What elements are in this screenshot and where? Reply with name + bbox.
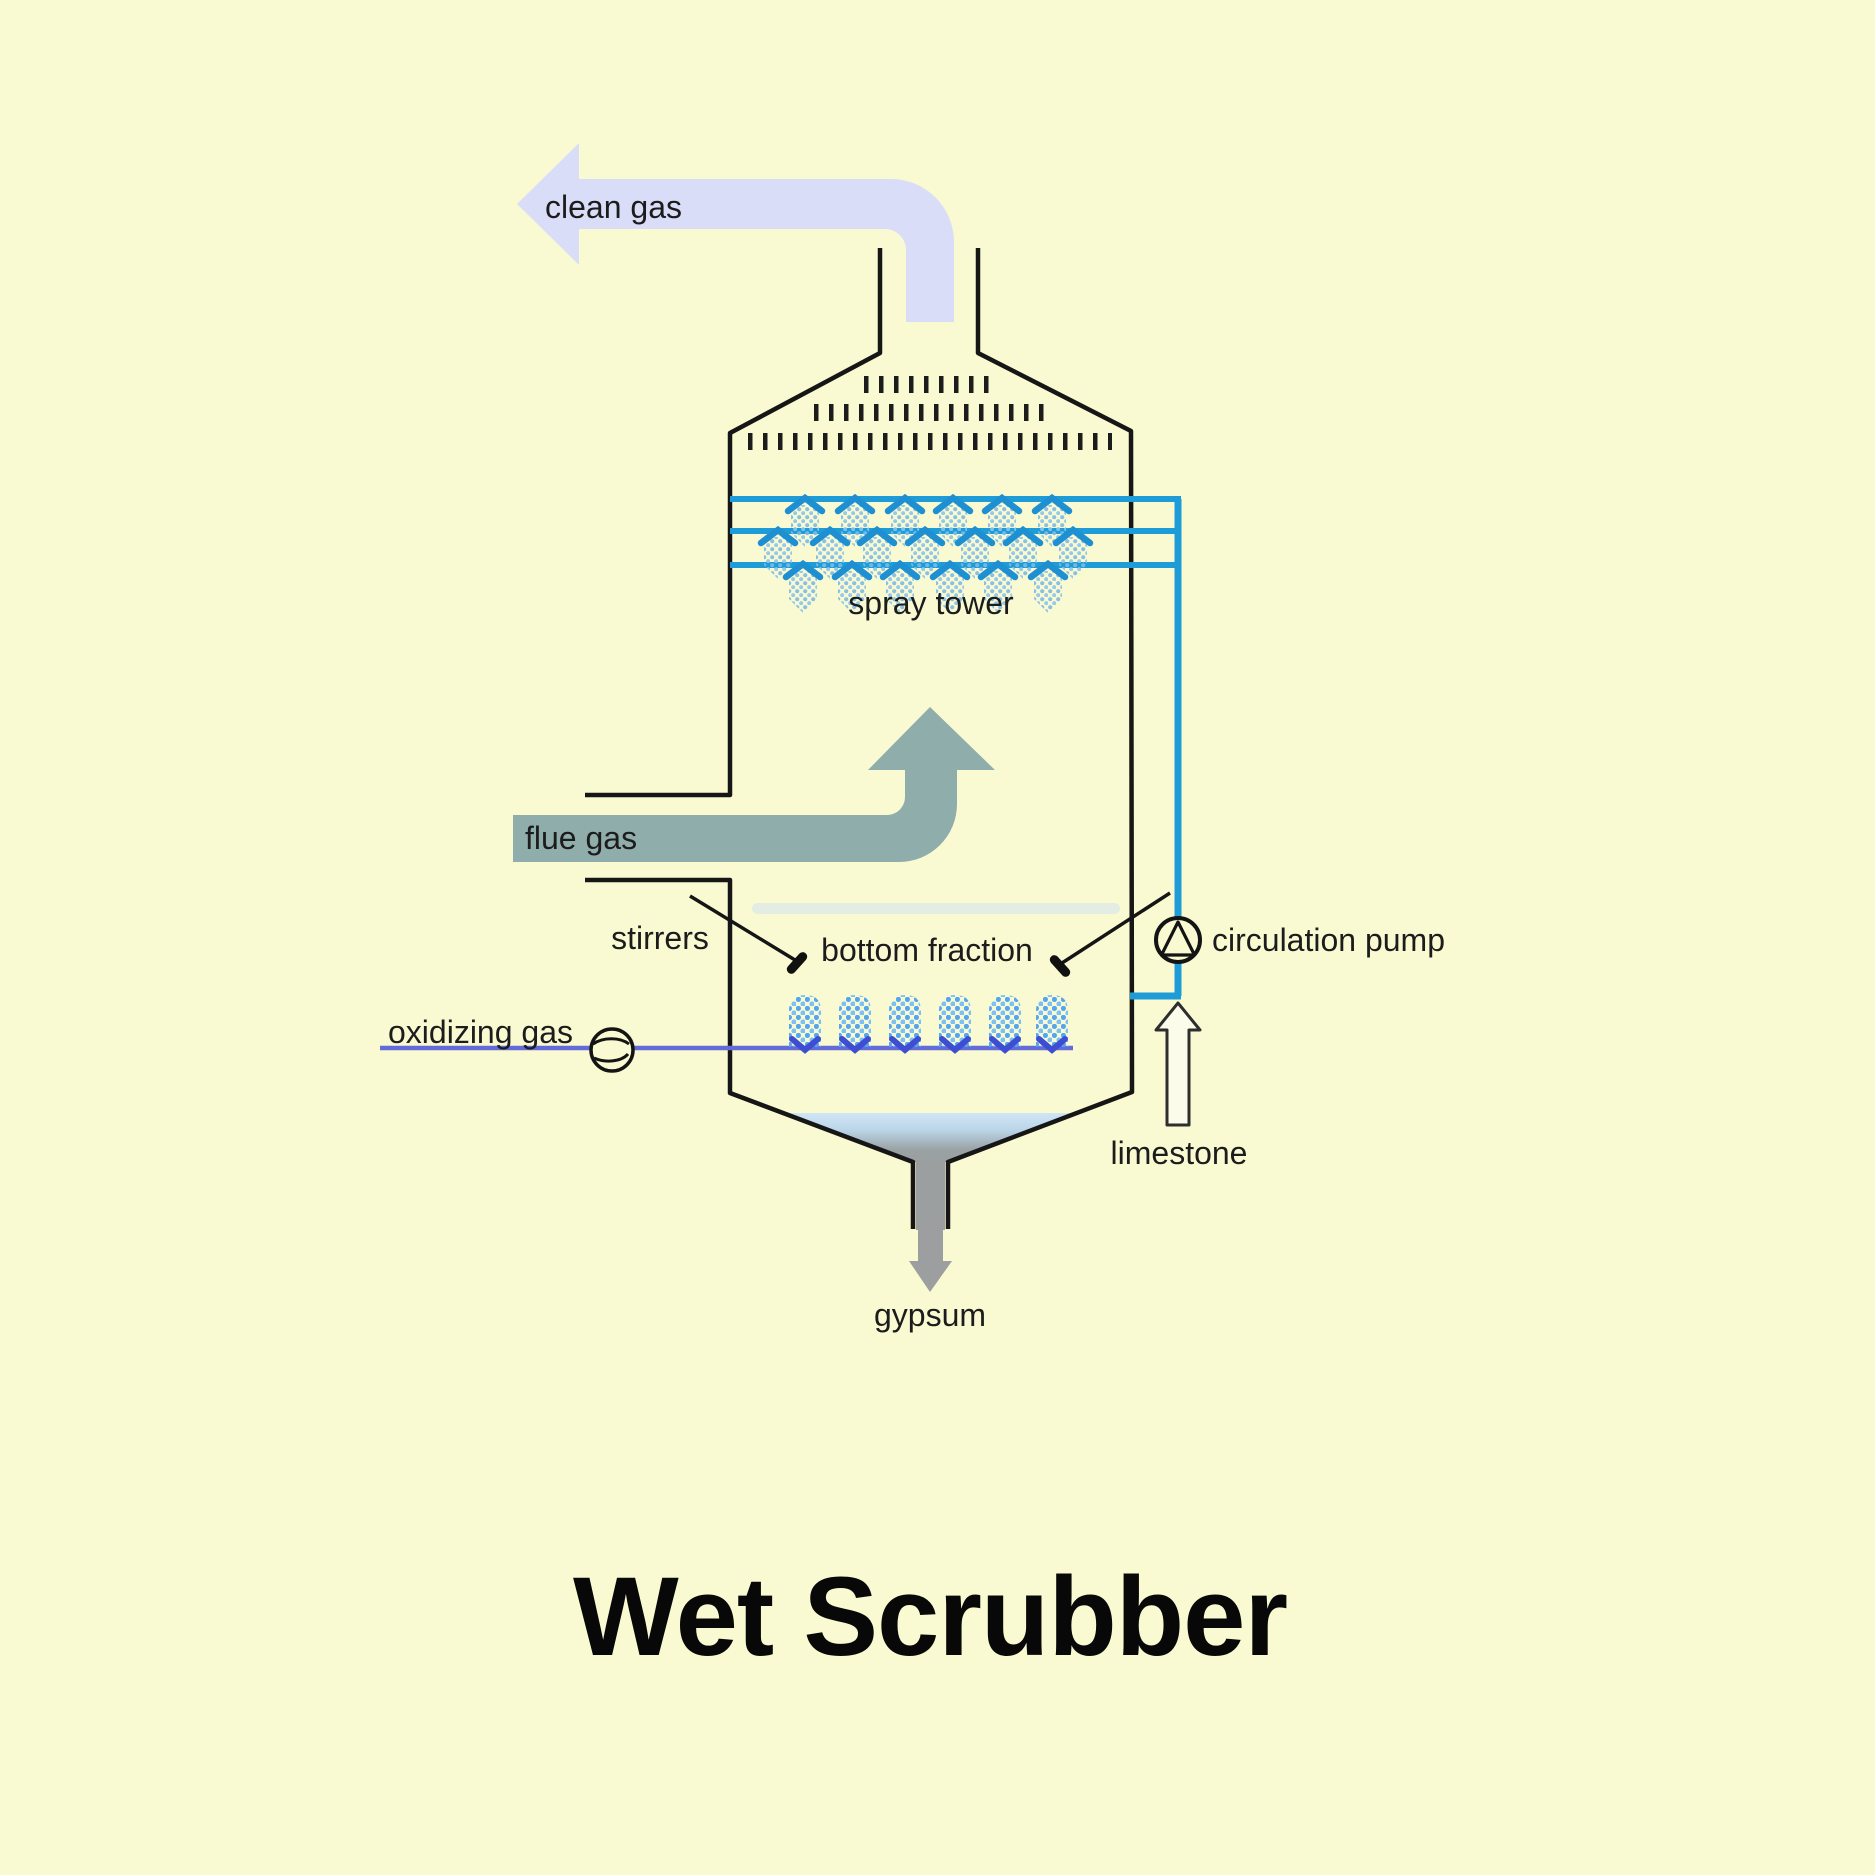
air-bubbles-icon [889, 995, 921, 1050]
circulation-pump-icon [1154, 916, 1202, 964]
spray-nozzle-icon [1031, 564, 1065, 613]
slurry-pool [786, 1113, 1076, 1162]
air-bubbles-icon [789, 995, 821, 1050]
air-bubbles-icon [839, 995, 871, 1050]
circulation-pipe [1130, 499, 1182, 1000]
gypsum-arrow [909, 1228, 952, 1292]
label-spray-tower: spray tower [848, 585, 1014, 621]
label-circulation-pump: circulation pump [1212, 922, 1445, 958]
label-stirrers: stirrers [611, 920, 709, 956]
label-oxidizing-gas: oxidizing gas [388, 1014, 573, 1050]
label-gypsum: gypsum [873, 1297, 987, 1333]
air-bubbles-icon [1036, 995, 1068, 1050]
gypsum-outlet-slurry [916, 1160, 945, 1230]
page-title: Wet Scrubber [572, 1554, 1288, 1679]
air-bubbles-icon [939, 995, 971, 1050]
slurry-surface [752, 903, 1120, 914]
label-flue-gas: flue gas [525, 820, 638, 856]
clean-gas-arrow [517, 143, 954, 322]
stirrers-group [689, 891, 1171, 979]
label-limestone: limestone [1110, 1135, 1248, 1171]
limestone-arrow [1154, 1001, 1202, 1127]
blower-icon [589, 1027, 635, 1073]
label-clean-gas: clean gas [545, 189, 682, 225]
air-bubbles-icon [989, 995, 1021, 1050]
spray-nozzle-icon [786, 564, 820, 613]
label-bottom-fraction: bottom fraction [821, 932, 1033, 968]
vessel-outline [585, 248, 1135, 1229]
mist-eliminator-icon [748, 376, 1112, 450]
flue-gas-arrow [513, 707, 995, 862]
air-bubbles [789, 995, 1068, 1050]
